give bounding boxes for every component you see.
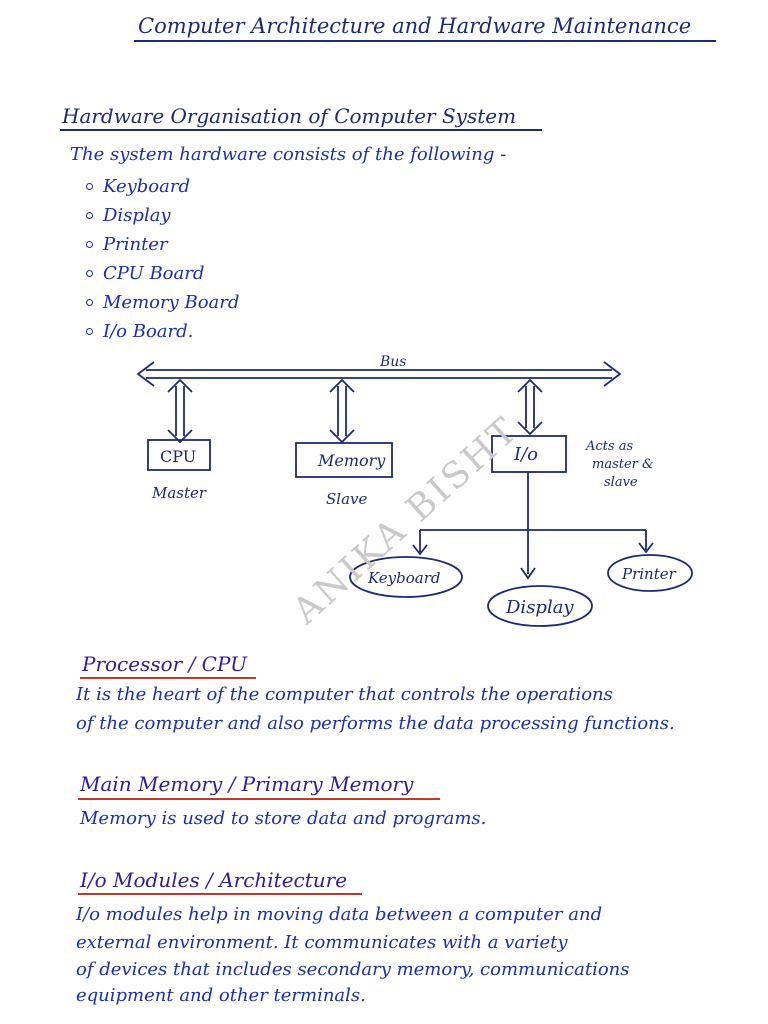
io-note-line: master &	[592, 457, 654, 472]
printer-label: Printer	[621, 565, 677, 583]
printer-arrowhead	[638, 542, 654, 554]
bus-left-arrowhead	[136, 361, 155, 387]
list-item: Printer	[86, 230, 239, 259]
memory-line: Memory is used to store data and program…	[80, 808, 487, 829]
cpu-arrowhead-up	[167, 378, 193, 393]
processor-underline	[80, 677, 256, 679]
bullet-icon	[86, 212, 93, 219]
io-note-line: slave	[604, 475, 638, 490]
cpu-box	[147, 439, 211, 471]
cpu-label: CPU	[160, 447, 196, 466]
memory-arrowhead-up	[329, 378, 355, 393]
processor-heading: Processor / CPU	[82, 652, 247, 676]
io-note-line: Acts as	[585, 439, 633, 454]
memory-role-label: Slave	[326, 490, 367, 508]
memory-box	[295, 442, 393, 478]
processor-line: of the computer and also performs the da…	[76, 713, 675, 734]
memory-label: Memory	[317, 451, 386, 470]
bullet-icon	[86, 241, 93, 248]
memory-arrowhead-down	[329, 429, 355, 444]
bullet-icon	[86, 183, 93, 190]
bullet-icon	[86, 328, 93, 335]
io-modules-line: external environment. It communicates wi…	[76, 932, 568, 953]
io-box	[491, 435, 567, 473]
io-modules-line: of devices that includes secondary memor…	[76, 959, 630, 980]
hardware-list: Keyboard Display Printer CPU Board Memor…	[86, 172, 239, 346]
bus-diagram: Bus CPU Memory I/o Master Slave Acts as …	[136, 354, 693, 627]
io-arrowhead-down	[517, 421, 543, 436]
list-item: Memory Board	[86, 288, 239, 317]
cpu-arrowhead-down	[167, 429, 193, 444]
io-arrowhead-up	[517, 378, 543, 393]
intro-line: The system hardware consists of the foll…	[70, 144, 507, 165]
keyboard-label: Keyboard	[367, 569, 441, 587]
io-modules-line: equipment and other terminals.	[76, 985, 366, 1006]
bullet-icon	[86, 270, 93, 277]
page-title: Computer Architecture and Hardware Maint…	[138, 14, 692, 38]
section-underline	[60, 129, 542, 131]
title-underline	[134, 40, 716, 42]
printer-ellipse	[607, 554, 693, 592]
io-label: I/o	[513, 444, 538, 465]
keyboard-ellipse	[349, 556, 463, 598]
display-arrowhead	[520, 567, 536, 580]
list-item: CPU Board	[86, 259, 239, 288]
section-heading-hardware: Hardware Organisation of Computer System	[62, 104, 517, 128]
list-item: Keyboard	[86, 172, 239, 201]
list-item: I/o Board.	[86, 317, 239, 346]
memory-underline	[78, 798, 440, 800]
io-modules-underline	[78, 893, 362, 895]
bus-label: Bus	[379, 354, 407, 370]
memory-heading: Main Memory / Primary Memory	[80, 772, 414, 796]
display-label: Display	[505, 597, 574, 618]
io-modules-heading: I/o Modules / Architecture	[80, 868, 348, 892]
bus-right-arrowhead	[603, 361, 622, 387]
processor-line: It is the heart of the computer that con…	[76, 684, 613, 705]
bullet-icon	[86, 299, 93, 306]
io-modules-line: I/o modules help in moving data between …	[76, 904, 603, 925]
cpu-role-label: Master	[151, 484, 207, 502]
list-item: Display	[86, 201, 239, 230]
display-ellipse	[487, 585, 593, 627]
keyboard-arrowhead	[412, 544, 428, 556]
